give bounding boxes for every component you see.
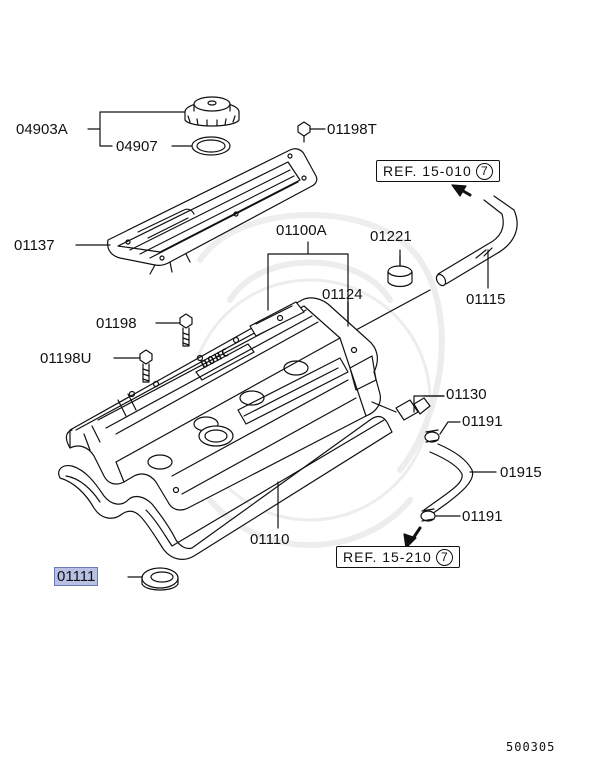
label-01191-bottom[interactable]: 01191 — [462, 508, 503, 525]
ref-top-text: REF. 15-010 — [383, 163, 472, 179]
label-01191-top[interactable]: 01191 — [462, 413, 503, 430]
oil-filler-cap-icon — [184, 96, 240, 127]
label-04907[interactable]: 04907 — [116, 138, 158, 155]
upper-cover-plate-icon — [107, 148, 318, 275]
label-01110[interactable]: 01110 — [250, 531, 290, 548]
label-01115[interactable]: 01115 — [466, 291, 506, 308]
rocker-cover-icon — [65, 297, 381, 511]
leader-01100a — [267, 241, 349, 327]
label-01130[interactable]: 01130 — [446, 386, 487, 403]
label-01198[interactable]: 01198 — [96, 315, 137, 332]
label-01137[interactable]: 01137 — [14, 237, 55, 254]
diagram-code: 500305 — [506, 740, 556, 754]
label-01111-highlighted[interactable]: 01111 — [54, 567, 99, 586]
label-01100a[interactable]: 01100A — [276, 222, 327, 239]
breather-hose-icon — [435, 195, 518, 289]
ref-top-circled-number: 7 — [475, 163, 493, 180]
ref-bottom-text: REF. 15-210 — [343, 549, 432, 565]
leader-04903a — [87, 111, 186, 147]
label-04903a[interactable]: 04903A — [16, 121, 68, 138]
vent-hose-icon — [423, 443, 497, 515]
bolt-01198-icon — [155, 313, 193, 347]
valve-cover-gasket-icon — [58, 415, 393, 560]
hose-clamp-top-icon — [424, 421, 461, 443]
plug-seal-ring-icon — [127, 567, 179, 591]
arrow-ref-bottom — [403, 526, 422, 549]
label-01124[interactable]: 01124 — [322, 286, 363, 303]
bolt-01198t-icon — [297, 121, 326, 143]
label-01915[interactable]: 01915 — [500, 464, 542, 481]
label-01221[interactable]: 01221 — [370, 228, 412, 245]
label-01198u[interactable]: 01198U — [40, 350, 92, 367]
ref-bottom-circled-number: 7 — [435, 549, 453, 566]
cap-gasket-icon — [191, 136, 231, 156]
bolt-01198u-icon — [113, 349, 153, 383]
label-01198t[interactable]: 01198T — [327, 121, 377, 138]
arrow-ref-top — [451, 184, 472, 197]
hose-clamp-bottom-icon — [420, 508, 461, 522]
